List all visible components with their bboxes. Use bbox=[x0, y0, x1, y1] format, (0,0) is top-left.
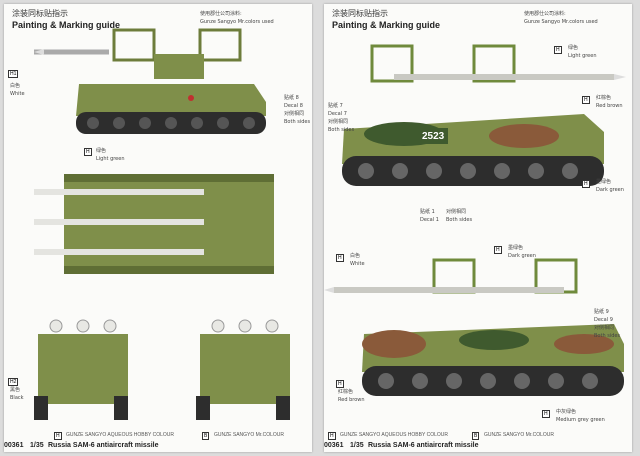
upper-side-view-vehicle bbox=[342, 44, 626, 186]
decal1-side-en: Both sides bbox=[446, 217, 473, 223]
decal8-en: Decal 8 bbox=[284, 103, 303, 109]
label-dark-green-cn: 墨绿色 bbox=[596, 179, 612, 185]
label-medium-grey-green-en: Medium grey green bbox=[556, 417, 605, 423]
lower-side-view-vehicle bbox=[324, 258, 624, 396]
page-title: Painting & Marking guide bbox=[332, 20, 441, 30]
right-drawings bbox=[324, 44, 626, 396]
decal8-side-cn: 对侧相同 bbox=[284, 111, 305, 117]
footer-scale: 1/35 bbox=[30, 442, 44, 449]
decal7-en: Decal 7 bbox=[328, 111, 347, 117]
left-drawings bbox=[34, 28, 290, 420]
legend-mrcolour: GUNZE SANGYO Mr.COLOUR bbox=[484, 432, 555, 438]
decal1-en: Decal 1 bbox=[420, 217, 439, 223]
decal9-cn: 贴纸 9 bbox=[594, 309, 609, 315]
decal8-side-en: Both sides bbox=[284, 119, 311, 125]
label-dark-green-en: Dark green bbox=[596, 187, 624, 193]
label-white-cn: 白色 bbox=[10, 83, 21, 89]
label-white-cn: 白色 bbox=[350, 253, 361, 259]
legend-aqueous: GUNZE SANGYO AQUEOUS HOBBY COLOUR bbox=[340, 432, 448, 438]
label-red-brown-2-en: Red brown bbox=[338, 397, 365, 403]
left-page: 涂装同标贴指示 Painting & Marking guide 使用郡仕公司涂… bbox=[4, 4, 312, 452]
label-black-cn: 黑色 bbox=[10, 387, 21, 393]
decal1-cn: 贴纸 1 bbox=[420, 209, 435, 215]
color-code-red-brown: H bbox=[582, 96, 590, 104]
label-light-green-en: Light green bbox=[96, 156, 125, 162]
decal1-side-cn: 对侧相同 bbox=[446, 209, 467, 215]
hull-number: 2523 bbox=[422, 131, 445, 142]
side-view-vehicle bbox=[34, 28, 266, 134]
title-cn: 涂装同标贴指示 bbox=[12, 9, 68, 18]
color-code-light-green: H bbox=[554, 46, 562, 54]
color-code-red-brown-2: H bbox=[336, 380, 344, 388]
label-red-brown-en: Red brown bbox=[596, 103, 623, 109]
legend-code-aqueous: H bbox=[328, 432, 336, 440]
footer-title: Russia SAM-6 antiaircraft missile bbox=[368, 442, 479, 449]
decal7-cn: 贴纸 7 bbox=[328, 103, 343, 109]
color-code-medium-grey-green: H bbox=[542, 410, 550, 418]
top-view-vehicle bbox=[34, 174, 274, 274]
title-cn: 涂装同标贴指示 bbox=[332, 9, 388, 18]
decal9-en: Decal 9 bbox=[594, 317, 613, 323]
decal9-side-en: Both sides bbox=[594, 333, 621, 339]
label-red-brown-2-cn: 红棕色 bbox=[338, 389, 354, 395]
colors-note-en: Gunze Sangyo Mr.colors used bbox=[200, 19, 274, 25]
decal7-side-cn: 对侧相同 bbox=[328, 119, 349, 125]
legend-aqueous: GUNZE SANGYO AQUEOUS HOBBY COLOUR bbox=[66, 432, 174, 438]
front-view-vehicle bbox=[34, 319, 128, 420]
footer-title: Russia SAM-6 antiaircraft missile bbox=[48, 442, 159, 449]
rear-view-vehicle bbox=[196, 319, 290, 420]
label-light-green-cn: 绿色 bbox=[568, 45, 579, 51]
label-light-green-cn: 绿色 bbox=[96, 148, 107, 154]
footer-number: 00361 bbox=[4, 442, 24, 449]
color-code-white: H bbox=[336, 254, 344, 262]
right-page: 涂装同标贴指示 Painting & Marking guide 使用郡仕公司涂… bbox=[324, 4, 632, 452]
legend-code-aqueous: H bbox=[54, 432, 62, 440]
label-white-en: White bbox=[350, 261, 365, 267]
decal9-side-cn: 对侧相同 bbox=[594, 325, 615, 331]
label-light-green-en: Light green bbox=[568, 53, 597, 59]
decal7-side-en: Both sides bbox=[328, 127, 355, 133]
color-code-light-green: H bbox=[84, 148, 92, 156]
page-title: Painting & Marking guide bbox=[12, 20, 121, 30]
color-code-dark-green: H bbox=[582, 180, 590, 188]
colors-note-cn: 使用郡仕公司涂料: bbox=[200, 11, 242, 17]
footer-scale: 1/35 bbox=[350, 442, 364, 449]
label-medium-grey-green-cn: 中灰绿色 bbox=[556, 409, 577, 415]
colors-note-en: Gunze Sangyo Mr.colors used bbox=[524, 19, 598, 25]
legend-code-mrcolour: B bbox=[202, 432, 210, 440]
color-code-white: H1 bbox=[8, 70, 19, 78]
footer-number: 00361 bbox=[324, 442, 344, 449]
label-red-brown-cn: 红棕色 bbox=[596, 95, 612, 101]
color-code-dark-green-2: H bbox=[494, 246, 502, 254]
legend-code-mrcolour: B bbox=[472, 432, 480, 440]
color-code-black: H2 bbox=[8, 378, 19, 386]
colors-note-cn: 使用郡仕公司涂料: bbox=[524, 11, 566, 17]
label-black-en: Black bbox=[10, 395, 24, 401]
decal8-cn: 贴纸 8 bbox=[284, 95, 299, 101]
legend-mrcolour: GUNZE SANGYO Mr.COLOUR bbox=[214, 432, 285, 438]
label-white-en: White bbox=[10, 91, 25, 97]
label-dark-green-2-cn: 墨绿色 bbox=[508, 245, 524, 251]
label-dark-green-2-en: Dark green bbox=[508, 253, 536, 259]
